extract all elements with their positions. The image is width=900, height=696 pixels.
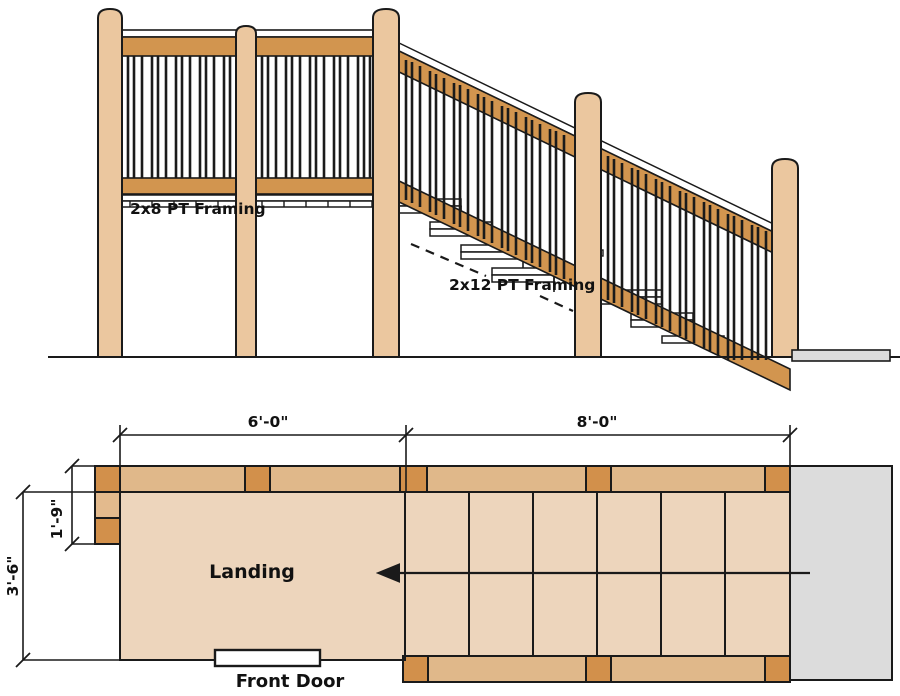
balusters-stair [404, 60, 768, 360]
dim-label-landing-width: 6'-0" [248, 413, 289, 431]
post-left [97, 7, 123, 358]
post-stair-mid [574, 91, 602, 358]
plan-post-w-mid [94, 517, 121, 545]
landing-surface [120, 466, 405, 660]
label-front-door: Front Door [236, 671, 345, 692]
dim-label-landing-depth: 3'-6" [4, 556, 22, 597]
label-2x12-pt-framing: 2x12 PT Framing [449, 276, 595, 294]
label-landing: Landing [209, 561, 295, 583]
concrete-pad [791, 349, 891, 362]
stair-framing-leaders [410, 242, 574, 313]
post-deck-end [372, 7, 400, 358]
plan-post-n-2 [399, 465, 428, 493]
elevation-view: 2x8 PT Framing 2x12 PT Framing [48, 7, 900, 392]
balusters-deck-panel-1 [126, 56, 232, 185]
plan-post-s-2 [585, 655, 612, 683]
label-2x8-pt-framing: 2x8 PT Framing [130, 200, 266, 218]
front-door-symbol [213, 648, 322, 668]
balusters-deck-panel-2 [260, 56, 372, 185]
plan-post-n-3 [585, 465, 612, 493]
plan-view: 6'-0" 8'-0" 3'-6" 1'-9" Landing Front Do… [4, 413, 893, 692]
landing-outline [119, 491, 406, 661]
post-mid-landing [235, 24, 257, 358]
plan-post-nw [94, 465, 121, 493]
dimension-lines [15, 425, 798, 668]
plan-post-n-1 [244, 465, 271, 493]
plan-top-beam [94, 465, 791, 493]
stair-leader-upper [410, 242, 487, 278]
plan-post-s-1 [402, 655, 429, 683]
plan-post-s-3 [764, 655, 791, 683]
dim-label-stair-width: 8'-0" [577, 413, 618, 431]
dim-label-step-depth: 1'-9" [48, 499, 66, 540]
deck-railing-left [119, 29, 377, 195]
plan-post-n-4 [764, 465, 791, 493]
post-stair-low [771, 157, 799, 358]
elevation-posts [97, 7, 799, 358]
stair-leader-lower [539, 294, 574, 313]
